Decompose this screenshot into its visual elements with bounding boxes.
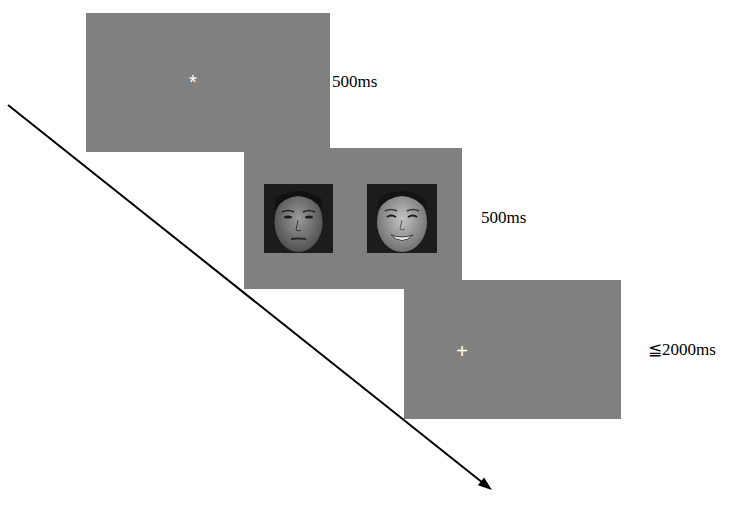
face-brow (282, 211, 294, 213)
fixation-screen (86, 13, 330, 152)
face-brow (407, 210, 419, 212)
screen-box: *500ms (86, 13, 330, 152)
face-skin (275, 192, 323, 252)
fixation-symbol: * (189, 71, 197, 93)
face-background (367, 184, 437, 253)
face-screen (244, 148, 462, 289)
face-brow (303, 211, 315, 213)
screen-box: +≦2000ms (404, 280, 621, 419)
face-smile (391, 235, 413, 241)
happy-face (367, 184, 437, 253)
neutral-face (264, 184, 333, 253)
face-hair (377, 191, 427, 210)
face-hair (274, 191, 323, 210)
face-nose (400, 220, 405, 230)
duration-label: 500ms (332, 73, 377, 92)
face-brow (385, 210, 397, 212)
response-screen (404, 280, 621, 419)
face-skin (377, 192, 427, 252)
face-mouth (291, 238, 306, 240)
face-nose (296, 220, 301, 231)
time-arrow-head (478, 477, 492, 490)
duration-label: ≦2000ms (648, 341, 716, 360)
duration-label: 500ms (481, 209, 526, 228)
face-background (264, 184, 333, 253)
face-eye (387, 216, 396, 218)
fixation-symbol: + (456, 340, 468, 362)
face-eye (408, 216, 417, 218)
face-eye (305, 215, 313, 218)
screen-box: 500ms (244, 148, 462, 289)
face-eye (284, 215, 292, 218)
